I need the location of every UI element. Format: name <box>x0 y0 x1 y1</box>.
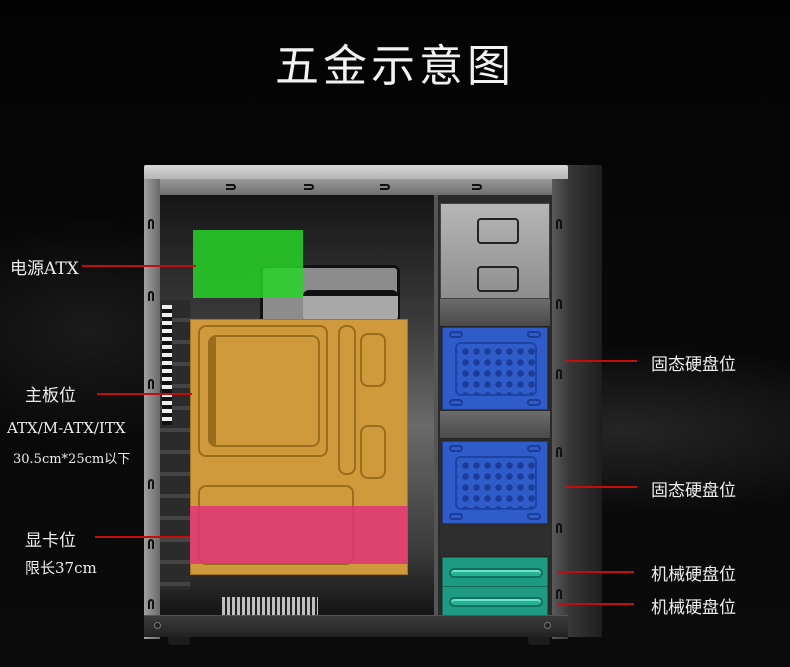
case-front-panel <box>564 165 602 637</box>
motherboard-label: 主板位 <box>25 386 76 406</box>
motherboard-size-limit: 30.5cm*25cm以下 <box>13 452 131 467</box>
psu-zone <box>193 230 303 298</box>
hdd-2-leader-line <box>558 603 634 605</box>
motherboard-leader-line <box>97 393 192 395</box>
case-bottom-frame <box>144 615 568 637</box>
gpu-label: 显卡位 <box>25 531 76 551</box>
psu-leader-line <box>82 265 196 267</box>
hdd-1-label: 机械硬盘位 <box>651 565 736 585</box>
ssd-1-leader-line <box>565 360 637 362</box>
ssd-1-label: 固态硬盘位 <box>651 355 736 375</box>
diagram-title: 五金示意图 <box>275 41 515 92</box>
case-right-frame <box>552 179 568 639</box>
case-top-rail <box>144 179 568 195</box>
ssd-tray-2 <box>442 441 548 524</box>
ssd-tray-1 <box>442 327 548 410</box>
ssd-2-leader-line <box>565 486 637 488</box>
hdd-1-leader-line <box>558 571 634 573</box>
case-left-frame <box>144 179 160 639</box>
pc-case-illustration <box>144 165 602 645</box>
hdd-tray-1 <box>442 557 548 587</box>
gpu-zone <box>190 506 408 564</box>
motherboard-formats: ATX/M-ATX/ITX <box>7 419 126 437</box>
hdd-tray-2 <box>442 586 548 616</box>
bottom-vent-mesh <box>222 597 318 615</box>
io-shield <box>162 305 172 425</box>
case-foot-right <box>528 637 550 645</box>
ssd-2-label: 固态硬盘位 <box>651 481 736 501</box>
case-top-frame <box>144 165 568 179</box>
optical-bay <box>440 203 550 299</box>
gpu-length-limit: 限长37cm <box>25 559 97 577</box>
gpu-leader-line <box>95 536 190 538</box>
psu-label: 电源ATX <box>10 259 79 279</box>
hdd-2-label: 机械硬盘位 <box>651 598 736 618</box>
case-foot-left <box>168 637 190 645</box>
